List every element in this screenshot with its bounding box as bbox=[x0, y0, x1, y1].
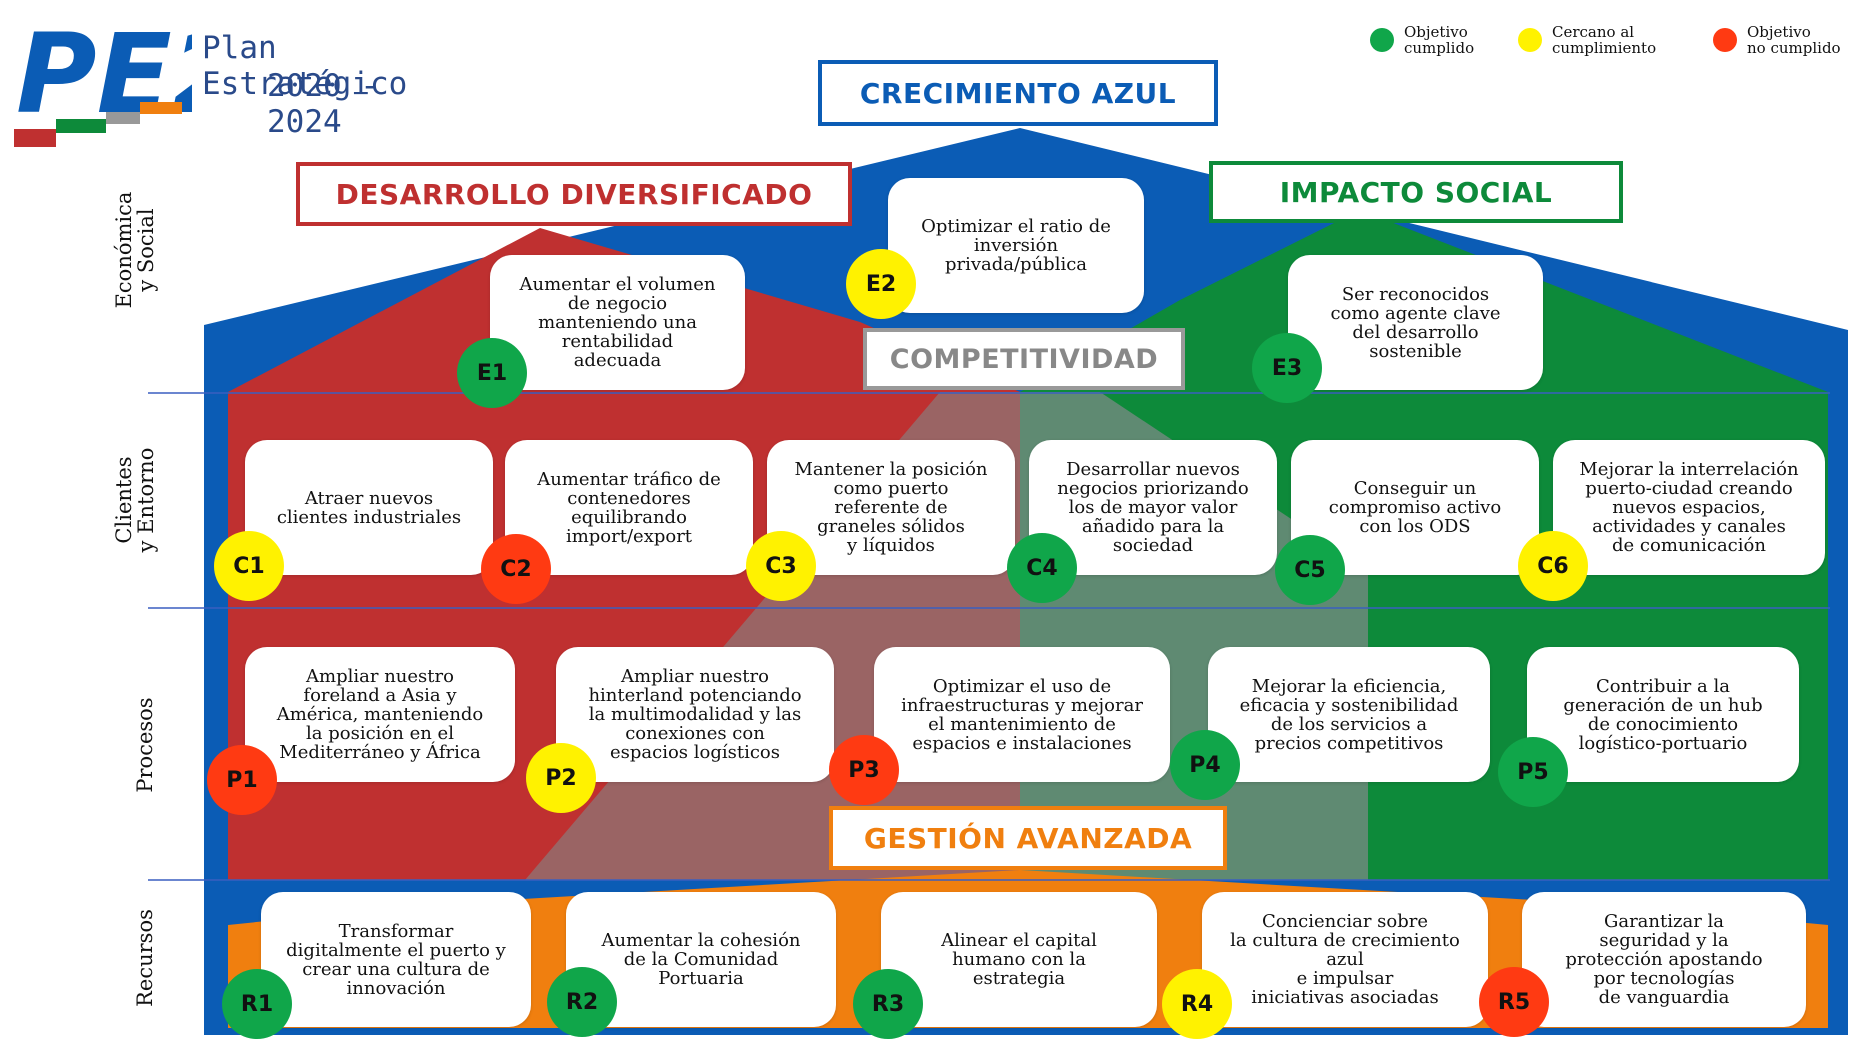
status-badge-p3: P3 bbox=[829, 735, 899, 805]
objective-card-c2[interactable]: Aumentar tráfico de contenedores equilib… bbox=[505, 440, 753, 575]
logo-title: Plan Estratégico bbox=[202, 30, 408, 102]
status-badge-c1: C1 bbox=[214, 531, 284, 601]
banner-gestion-avanzada: GESTIÓN AVANZADA bbox=[829, 806, 1227, 870]
objective-card-p1[interactable]: Ampliar nuestro foreland a Asia y Améric… bbox=[245, 647, 515, 782]
banner-impacto-social: IMPACTO SOCIAL bbox=[1209, 161, 1623, 223]
objective-card-p3[interactable]: Optimizar el uso de infraestructuras y m… bbox=[874, 647, 1170, 782]
status-badge-c3: C3 bbox=[746, 531, 816, 601]
objective-card-r3[interactable]: Alinear el capital humano con la estrate… bbox=[881, 892, 1157, 1027]
status-badge-c5: C5 bbox=[1275, 535, 1345, 605]
status-badge-r1: R1 bbox=[222, 969, 292, 1039]
legend-item-no-cumplido: Objetivo no cumplido bbox=[1713, 20, 1841, 60]
status-badge-c4: C4 bbox=[1007, 533, 1077, 603]
status-badge-p5: P5 bbox=[1498, 737, 1568, 807]
status-badge-r5: R5 bbox=[1479, 967, 1549, 1037]
objective-card-r1[interactable]: Transformar digitalmente el puerto y cre… bbox=[261, 892, 531, 1027]
objective-card-c5[interactable]: Conseguir un compromiso activo con los O… bbox=[1291, 440, 1539, 575]
status-badge-p4: P4 bbox=[1170, 730, 1240, 800]
objective-card-c4[interactable]: Desarrollar nuevos negocios priorizando … bbox=[1029, 440, 1277, 575]
status-badge-r2: R2 bbox=[547, 967, 617, 1037]
status-badge-e2: E2 bbox=[846, 249, 916, 319]
legend-label: Objetivo no cumplido bbox=[1747, 23, 1841, 57]
row-label-recursos: Recursos bbox=[133, 909, 157, 1007]
status-badge-r3: R3 bbox=[853, 969, 923, 1039]
legend-item-cercano: Cercano al cumplimiento bbox=[1518, 20, 1656, 60]
objective-card-p5[interactable]: Contribuir a la generación de un hub de … bbox=[1527, 647, 1799, 782]
row-label-economica: Económica y Social bbox=[112, 191, 158, 309]
status-badge-r4: R4 bbox=[1162, 969, 1232, 1039]
status-badge-e3: E3 bbox=[1252, 333, 1322, 403]
status-badge-p1: P1 bbox=[207, 745, 277, 815]
status-badge-p2: P2 bbox=[526, 743, 596, 813]
green-status-dot bbox=[1370, 28, 1394, 52]
objective-card-r5[interactable]: Garantizar la seguridad y la protección … bbox=[1522, 892, 1806, 1027]
banner-desarrollo-diversificado: DESARROLLO DIVERSIFICADO bbox=[296, 162, 852, 226]
objective-card-e2[interactable]: Optimizar el ratio de inversión privada/… bbox=[888, 178, 1144, 313]
objective-card-p2[interactable]: Ampliar nuestro hinterland potenciando l… bbox=[556, 647, 834, 782]
pe24-logo-mark: PE24 bbox=[14, 10, 192, 147]
legend-label: Objetivo cumplido bbox=[1404, 23, 1475, 57]
yellow-status-dot bbox=[1518, 28, 1542, 52]
objective-card-c6[interactable]: Mejorar la interrelación puerto-ciudad c… bbox=[1553, 440, 1825, 575]
objective-card-e3[interactable]: Ser reconocidos como agente clave del de… bbox=[1288, 255, 1543, 390]
banner-crecimiento-azul: CRECIMIENTO AZUL bbox=[818, 60, 1218, 126]
red-status-dot bbox=[1713, 28, 1737, 52]
status-badge-e1: E1 bbox=[457, 338, 527, 408]
objective-card-r4[interactable]: Concienciar sobre la cultura de crecimie… bbox=[1202, 892, 1488, 1027]
objective-card-c1[interactable]: Atraer nuevos clientes industriales bbox=[245, 440, 493, 575]
logo-years: 2020 - 2024 bbox=[267, 68, 379, 140]
objective-card-p4[interactable]: Mejorar la eficiencia, eficacia y sosten… bbox=[1208, 647, 1490, 782]
banner-competitividad: COMPETITIVIDAD bbox=[863, 328, 1185, 390]
status-badge-c2: C2 bbox=[481, 534, 551, 604]
row-label-clientes: Clientes y Entorno bbox=[112, 447, 158, 553]
legend-label: Cercano al cumplimiento bbox=[1552, 23, 1657, 57]
status-badge-c6: C6 bbox=[1518, 531, 1588, 601]
plan-estrategico-logo: PE24 Plan Estratégico 2020 - 2024 bbox=[12, 4, 432, 154]
legend-item-cumplido: Objetivo cumplido bbox=[1370, 20, 1474, 60]
objective-card-e1[interactable]: Aumentar el volumen de negocio mantenien… bbox=[490, 255, 745, 390]
row-label-procesos: Procesos bbox=[133, 697, 157, 793]
objective-card-r2[interactable]: Aumentar la cohesión de la Comunidad Por… bbox=[566, 892, 836, 1027]
svg-text:PE24: PE24 bbox=[16, 10, 192, 138]
